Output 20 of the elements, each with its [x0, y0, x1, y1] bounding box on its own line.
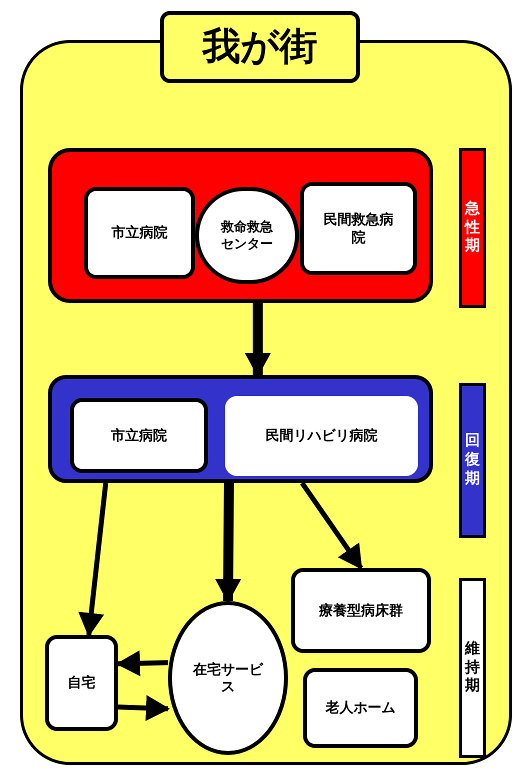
hospital-box: 市立病院 — [84, 187, 195, 279]
nursing-home-box: 老人ホーム — [303, 668, 418, 748]
arrow — [118, 695, 170, 721]
arrow — [116, 650, 168, 676]
arrow — [244, 303, 271, 377]
facility-box: 療養型病床群 — [291, 568, 431, 653]
rehab-hospital-box: 民間リハビリ病院 — [225, 396, 418, 476]
phase-label: 維持期 — [459, 578, 486, 758]
arrow — [215, 482, 242, 603]
hospital-box: 市立病院 — [70, 398, 208, 473]
hospital-box: 民間救急病院 — [300, 182, 417, 275]
arrow — [300, 482, 364, 570]
phase-label: 急性期 — [459, 148, 486, 308]
title-box: 我が街 — [160, 11, 360, 83]
recovery-panel — [48, 375, 433, 483]
phase-label: 回復期 — [459, 383, 486, 538]
acute-panel — [48, 148, 433, 303]
service-ellipse: 在宅サービス — [168, 601, 288, 755]
home-box: 自宅 — [45, 635, 118, 731]
arrow — [78, 482, 108, 637]
